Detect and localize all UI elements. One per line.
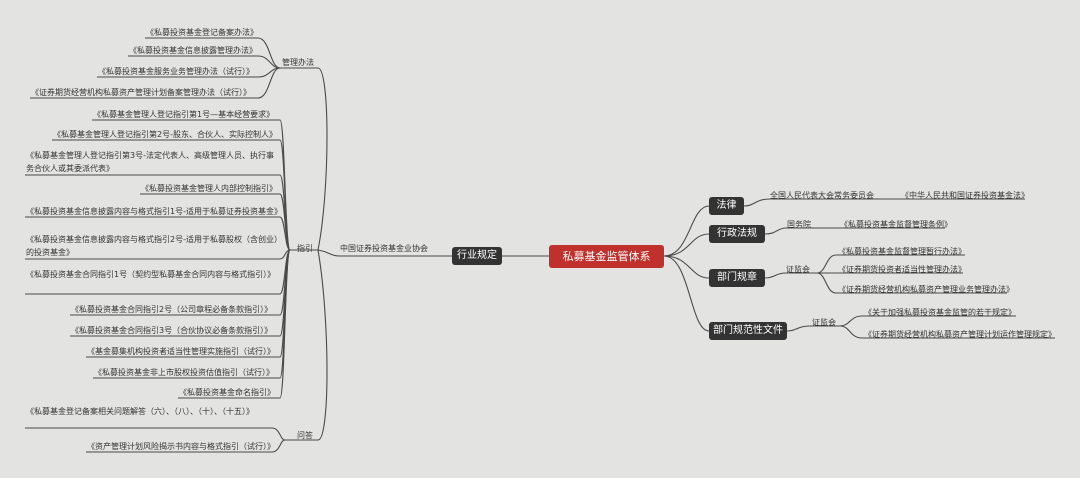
group-management-measures: 管理办法 [282, 58, 314, 67]
group-qa: 问答 [297, 431, 313, 440]
branch-admin-regulation[interactable]: 行政法规 [709, 225, 765, 243]
doc-admin-1: 《私募投资基金监督管理条例》 [840, 220, 952, 229]
branch-law[interactable]: 法律 [709, 197, 744, 215]
doc-guide-11: 《私募投资基金非上市股权投资估值指引（试行）》 [94, 368, 274, 377]
doc-guide-2: 《私募基金管理人登记指引第2号-股东、合伙人、实际控制人》 [53, 130, 277, 139]
doc-guide-8: 《私募投资基金合同指引2号（公司章程必备条款指引）》 [71, 305, 273, 314]
root-node[interactable]: 私募基金监管体系 [549, 245, 664, 268]
doc-guide-3: 《私募基金管理人登记指引第3号-法定代表人、高级管理人员、执行事务合伙人或其委派… [26, 151, 274, 173]
doc-guide-10: 《基金募集机构投资者适当性管理实施指引（试行）》 [87, 347, 275, 356]
branch-normative-documents[interactable]: 部门规范性文件 [709, 322, 787, 340]
doc-mgmt-2: 《私募投资基金信息披露管理办法》 [129, 46, 257, 55]
doc-guide-5: 《私募投资基金信息披露内容与格式指引1号-适用于私募证券投资基金》 [26, 207, 282, 216]
group-guidelines: 指引 [297, 244, 313, 253]
doc-guide-7: 《私募投资基金合同指引1号（契约型私募基金合同内容与格式指引）》 [26, 270, 276, 279]
doc-rule-2: 《证券期货投资者适当性管理办法》 [838, 265, 966, 274]
org-amac: 中国证券投资基金业协会 [340, 244, 428, 253]
doc-guide-4: 《私募投资基金管理人内部控制指引》 [141, 184, 277, 193]
doc-qa-2: 《资产管理计划风险揭示书内容与格式指引（试行）》 [87, 442, 275, 451]
branch-industry-rules[interactable]: 行业规定 [452, 247, 502, 265]
doc-mgmt-3: 《私募投资基金服务业务管理办法（试行）》 [98, 67, 254, 76]
doc-law-1: 《中华人民共和国证券投资基金法》 [901, 191, 1029, 200]
org-state-council: 国务院 [787, 220, 811, 229]
doc-guide-9: 《私募投资基金合同指引3号（合伙协议必备条款指引）》 [71, 326, 273, 335]
branch-department-rules[interactable]: 部门规章 [709, 269, 765, 287]
doc-norm-1: 《关于加强私募投资基金监管的若干规定》 [864, 308, 1016, 317]
org-csrc: 证监会 [786, 265, 810, 274]
doc-mgmt-4: 《证券期货经营机构私募资产管理计划备案管理办法（试行）》 [31, 88, 251, 97]
doc-rule-1: 《私募投资基金监督管理暂行办法》 [838, 247, 966, 256]
doc-qa-1: 《私募基金登记备案相关问题解答（六）、（八）、（十）、（十五）》 [26, 407, 254, 416]
doc-rule-3: 《证券期货经营机构私募资产管理业务管理办法》 [838, 285, 1014, 294]
org-npc: 全国人民代表大会常务委员会 [770, 191, 874, 200]
doc-norm-2: 《证券期货经营机构私募资产管理计划运作管理规定》 [864, 330, 1056, 339]
doc-guide-6: 《私募投资基金信息披露内容与格式指引2号-适用于私募股权（含创业）的投资基金》 [26, 235, 278, 257]
doc-mgmt-1: 《私募投资基金登记备案办法》 [146, 28, 258, 37]
org-csrc-2: 证监会 [812, 318, 836, 327]
doc-guide-12: 《私募投资基金命名指引》 [179, 388, 275, 397]
doc-guide-1: 《私募基金管理人登记指引第1号—基本经营要求》 [93, 110, 275, 119]
